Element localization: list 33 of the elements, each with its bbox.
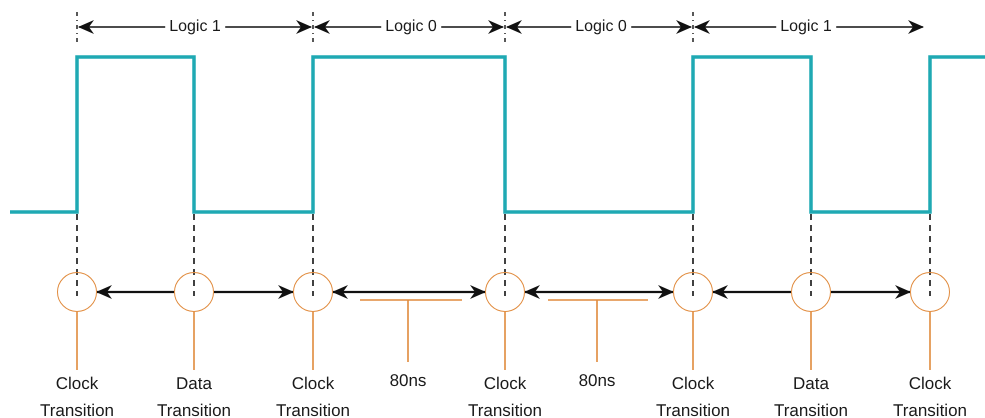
leader-line	[76, 312, 78, 370]
transition-marker	[293, 272, 333, 312]
transition-marker	[57, 272, 97, 312]
logic-label: Logic 0	[571, 17, 631, 37]
duration-label: 80ns	[388, 371, 428, 391]
double-arrow	[831, 285, 911, 299]
transition-marker	[174, 272, 214, 312]
leader-line	[692, 312, 694, 370]
transition-label: Clock Transition	[38, 373, 115, 418]
transition-label: Clock Transition	[654, 373, 731, 418]
double-arrow	[214, 285, 294, 299]
transition-label: Clock Transition	[892, 373, 968, 418]
double-arrow	[524, 285, 674, 299]
leader-line	[810, 312, 812, 370]
transition-marker	[791, 272, 831, 312]
leader-line	[929, 312, 931, 370]
leader-line	[504, 312, 506, 370]
transition-marker	[910, 272, 950, 312]
logic-label: Logic 0	[381, 17, 441, 37]
transition-marker	[485, 272, 525, 312]
transition-label: Data Transition	[156, 373, 232, 418]
double-arrow	[712, 285, 791, 299]
transition-label: Clock Transition	[274, 373, 351, 418]
duration-label: 80ns	[578, 371, 616, 391]
transition-marker	[673, 272, 713, 312]
logic-label: Logic 1	[776, 17, 836, 37]
transition-label: Clock Transition	[466, 373, 543, 418]
transition-label: Data Transition	[772, 373, 849, 418]
double-arrow	[96, 285, 174, 299]
logic-label: Logic 1	[165, 17, 225, 37]
double-arrow	[332, 285, 486, 299]
leader-line	[312, 312, 314, 370]
leader-line	[193, 312, 195, 370]
